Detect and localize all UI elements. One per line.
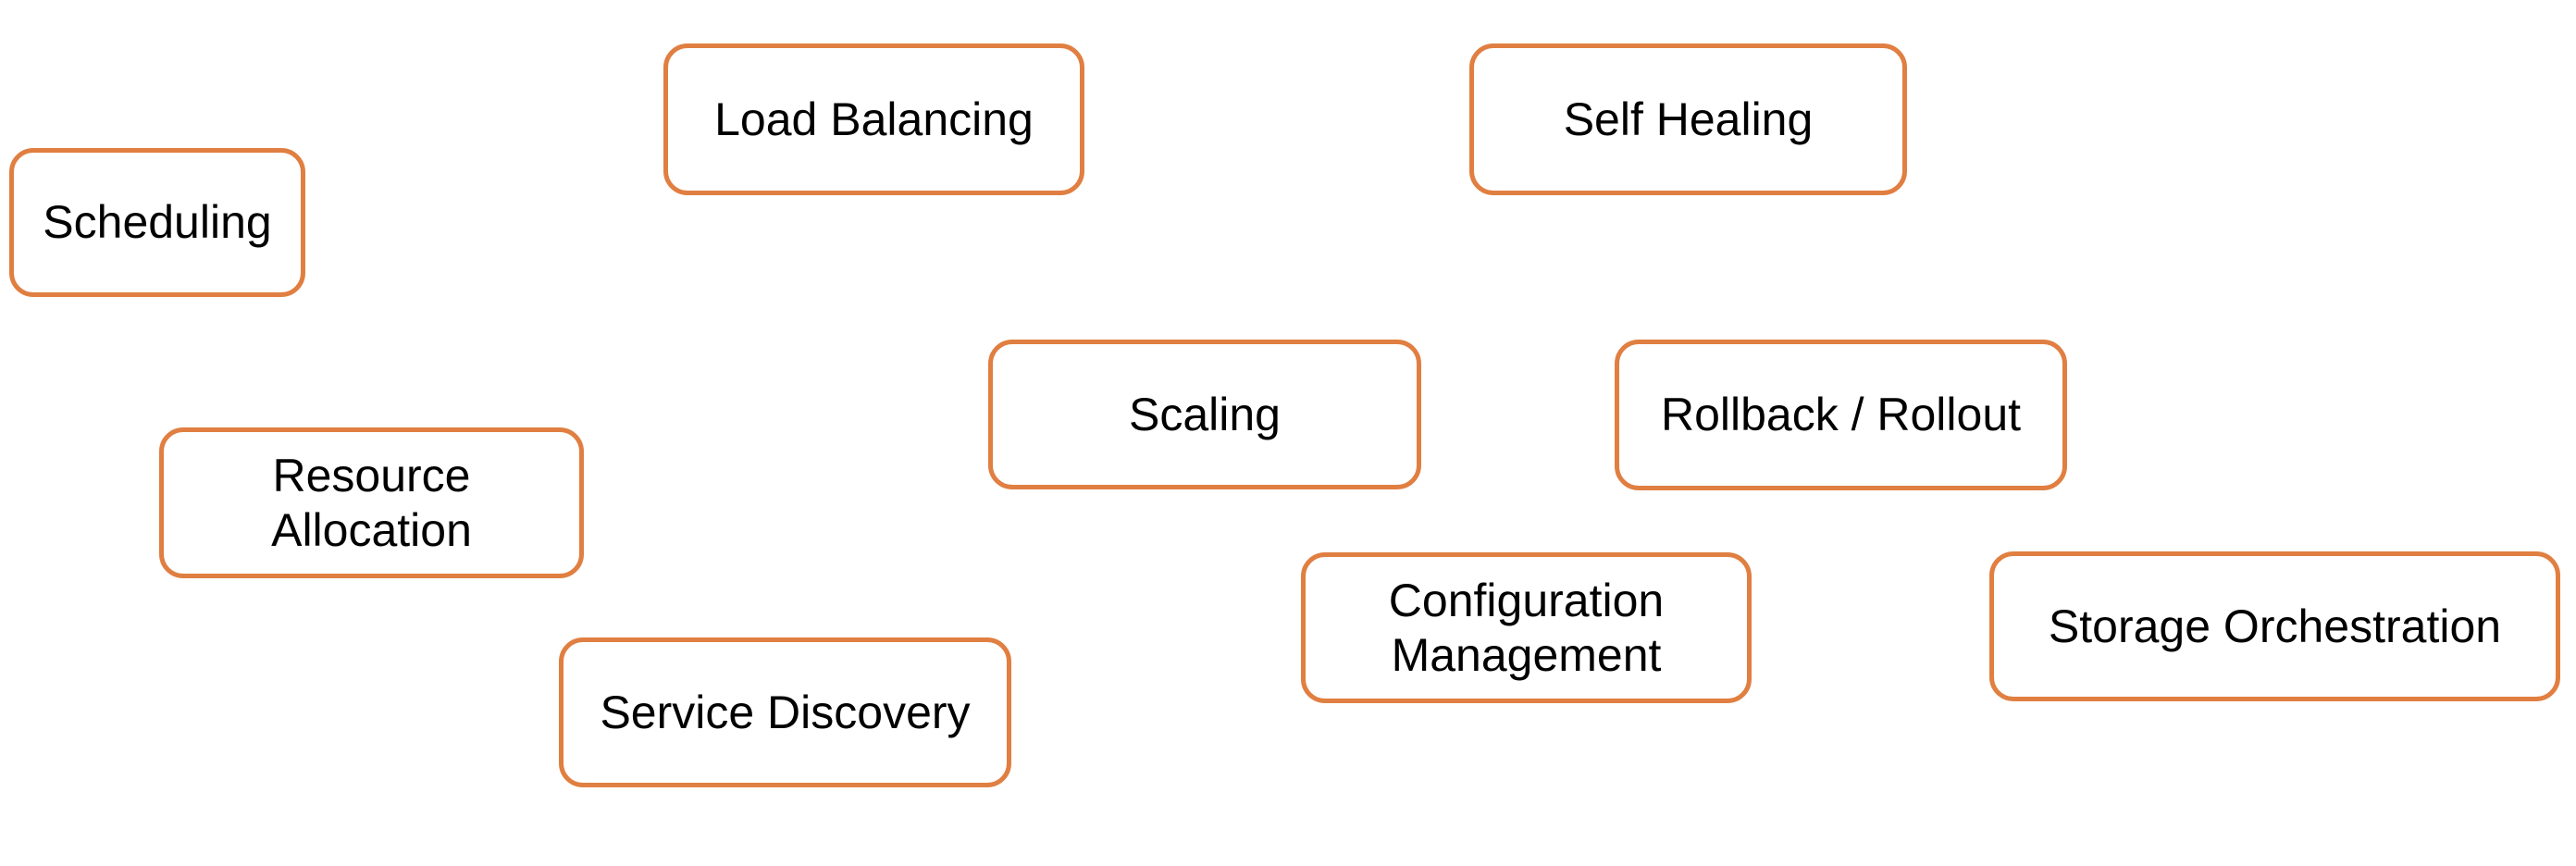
node-label: Rollback / Rollout — [1660, 389, 2022, 440]
node-label: Load Balancing — [714, 93, 1034, 145]
node-label: Scaling — [1129, 388, 1281, 440]
node-label: Self Healing — [1563, 93, 1814, 145]
node-rollback-rollout[interactable]: Rollback / Rollout — [1615, 340, 2067, 490]
node-service-discovery[interactable]: Service Discovery — [559, 637, 1011, 787]
node-self-healing[interactable]: Self Healing — [1469, 43, 1907, 195]
node-scheduling[interactable]: Scheduling — [9, 148, 305, 297]
node-label: Resource Allocation — [271, 449, 472, 556]
node-storage-orchestration[interactable]: Storage Orchestration — [1989, 551, 2560, 701]
node-scaling[interactable]: Scaling — [988, 340, 1421, 489]
node-configuration-management[interactable]: Configuration Management — [1301, 552, 1752, 703]
node-load-balancing[interactable]: Load Balancing — [663, 43, 1084, 195]
node-label: Storage Orchestration — [2048, 600, 2502, 652]
node-label: Service Discovery — [600, 686, 971, 738]
node-label: Scheduling — [43, 196, 272, 248]
node-resource-allocation[interactable]: Resource Allocation — [159, 427, 584, 578]
node-label: Configuration Management — [1388, 574, 1665, 681]
